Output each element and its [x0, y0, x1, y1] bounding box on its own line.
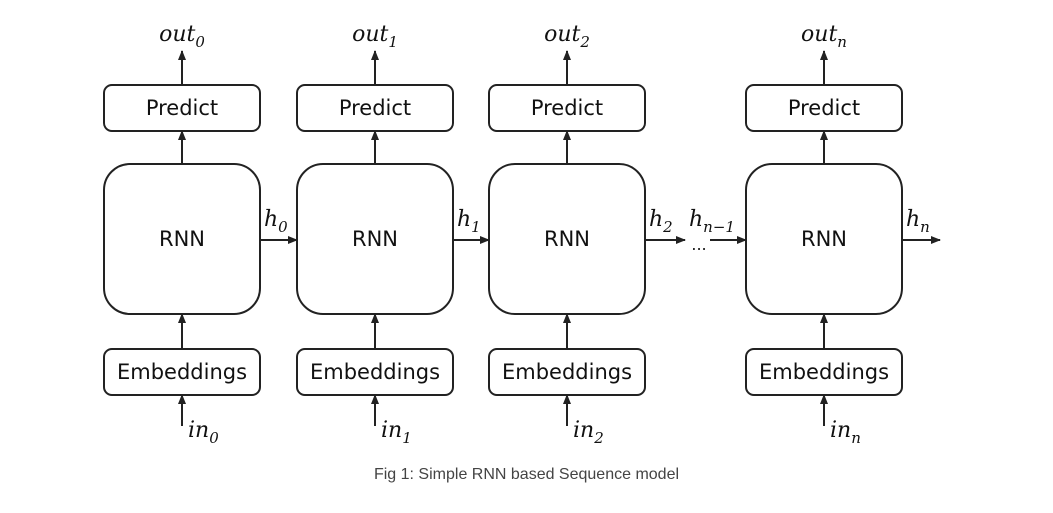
ellipsis: ...	[691, 235, 706, 254]
hidden-state-label: hn−1	[689, 207, 735, 236]
predict-label: Predict	[146, 96, 218, 120]
output-label: out0	[159, 22, 205, 51]
hidden-state-label: h2	[649, 207, 673, 236]
embeddings-label: Embeddings	[310, 360, 440, 384]
embeddings-label: Embeddings	[502, 360, 632, 384]
output-label: out2	[544, 22, 590, 51]
figure-caption: Fig 1: Simple RNN based Sequence model	[373, 466, 680, 483]
output-label: out1	[352, 22, 398, 51]
output-label: outn	[801, 22, 847, 51]
input-label: in1	[381, 418, 412, 447]
predict-label: Predict	[788, 96, 860, 120]
embeddings-label: Embeddings	[117, 360, 247, 384]
predict-label: Predict	[339, 96, 411, 120]
predict-label: Predict	[531, 96, 603, 120]
hidden-state-label: h1	[457, 207, 481, 236]
rnn-label: RNN	[352, 227, 398, 251]
rnn-label: RNN	[801, 227, 847, 251]
input-label: in2	[573, 418, 604, 447]
embeddings-label: Embeddings	[759, 360, 889, 384]
rnn-label: RNN	[159, 227, 205, 251]
rnn-label: RNN	[544, 227, 590, 251]
hidden-state-label: h0	[264, 207, 288, 236]
hidden-state-label: hn	[906, 207, 930, 236]
input-label: in0	[188, 418, 219, 447]
input-label: inn	[830, 418, 861, 447]
